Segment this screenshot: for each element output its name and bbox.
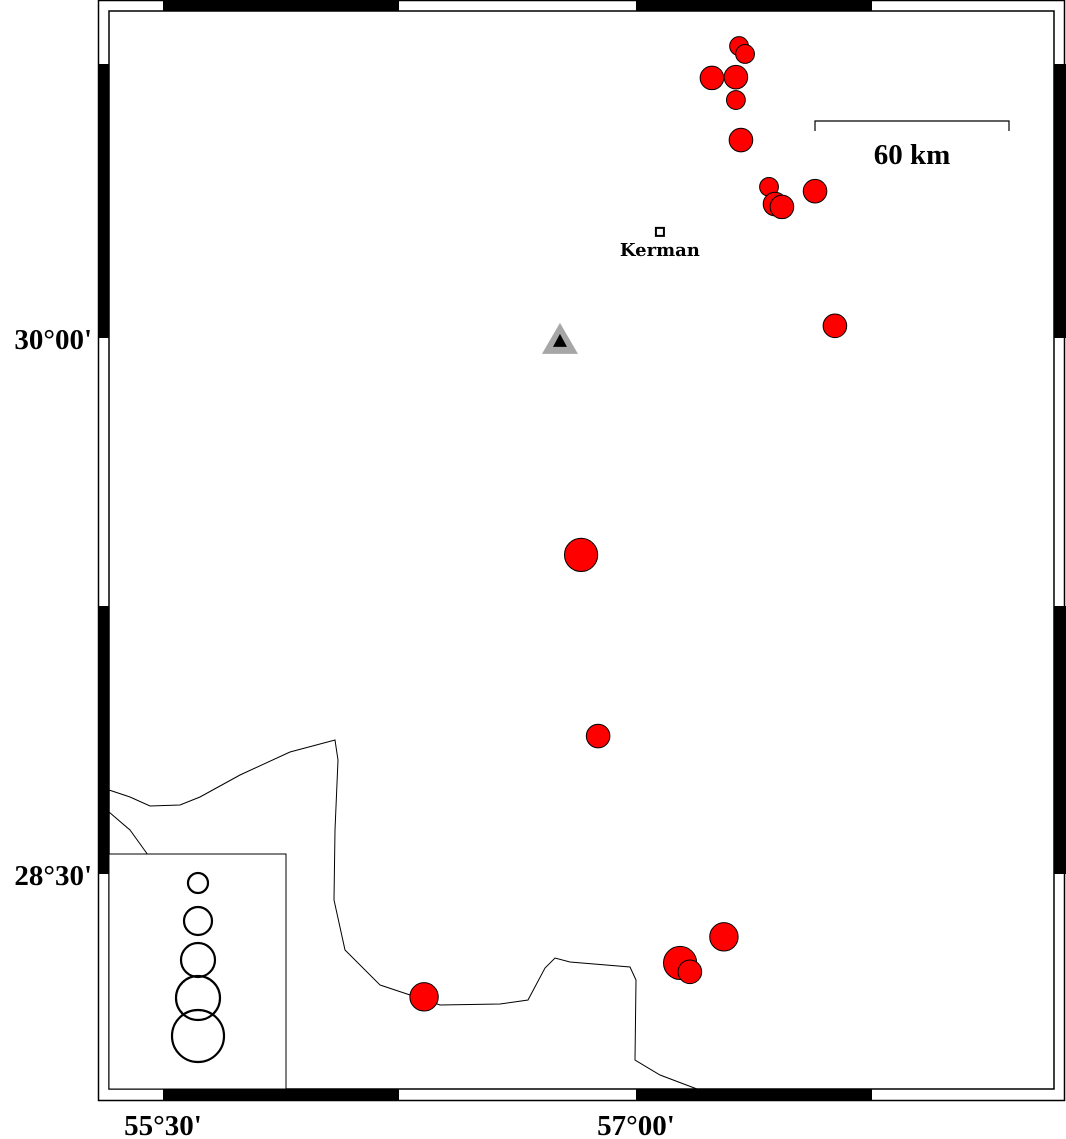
scale-bar-label: 60 km	[874, 139, 951, 171]
earthquake-marker	[563, 537, 599, 572]
scale-bar: 60 km	[814, 120, 1010, 171]
frame-ticks	[98, 0, 1066, 1101]
earthquake-marker	[726, 90, 746, 110]
city-label: Kerman	[620, 240, 700, 261]
lon-label-57-00: 57°00'	[597, 1110, 675, 1139]
earthquake-marker	[409, 982, 439, 1012]
earthquake-marker	[709, 922, 739, 952]
station-triangle-inner	[552, 333, 567, 347]
earthquake-marker	[822, 313, 848, 339]
earthquake-marker	[585, 723, 611, 749]
legend-circle-2	[182, 905, 214, 937]
earthquake-marker	[677, 959, 703, 985]
city-kerman: Kerman	[620, 226, 700, 261]
border-lines	[108, 739, 698, 1090]
city-square-icon	[654, 226, 665, 237]
earthquake-marker	[735, 44, 755, 64]
earthquake-marker	[699, 65, 725, 91]
legend-circle-5	[170, 1008, 226, 1064]
lon-label-55-30: 55°30'	[124, 1110, 202, 1139]
earthquake-marker	[723, 64, 749, 90]
map-frame	[97, 0, 1066, 1102]
earthquake-events	[409, 36, 848, 1012]
earthquake-marker	[769, 194, 795, 220]
lat-label-30-00: 30°00'	[14, 324, 92, 356]
magnitude-legend	[108, 853, 287, 1090]
legend-circle-1	[186, 871, 210, 895]
earthquake-marker	[802, 178, 828, 204]
legend-circle-4	[174, 974, 222, 1022]
station-triangle-icon	[541, 322, 578, 354]
earthquake-marker	[728, 127, 754, 153]
lat-label-28-30: 28°30'	[14, 860, 92, 892]
